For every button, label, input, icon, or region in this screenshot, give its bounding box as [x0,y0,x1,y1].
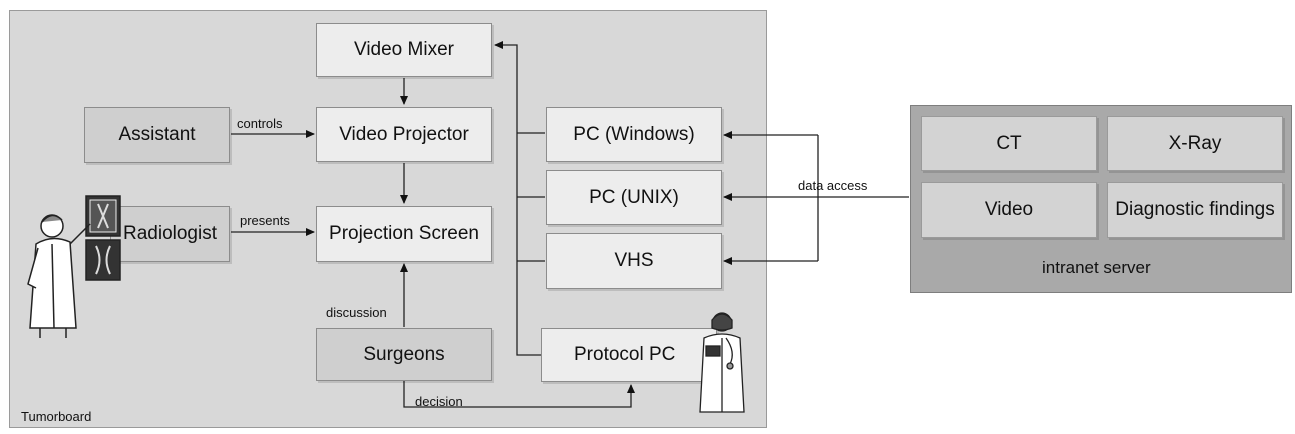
ct-label: CT [996,132,1022,154]
surgeons-node: Surgeons [316,328,492,381]
video-mixer-node: Video Mixer [316,23,492,77]
edge-surgeons-protocol [403,381,635,408]
projection-screen-label: Projection Screen [329,223,479,244]
data-access-label: data access [798,178,868,193]
video-label: Video [984,199,1034,220]
diagnostic-findings-label: Diagnostic findings [1115,199,1275,220]
xray-label: X-Ray [1168,132,1222,154]
assistant-label: Assistant [118,124,196,145]
radiologist-icon [27,195,121,338]
vhs-node: VHS [546,233,722,289]
doctor-icon [699,312,745,413]
protocol-pc-label: Protocol PC [574,344,676,365]
video-node: Video [921,182,1097,238]
protocol-pc-node: Protocol PC [541,328,717,382]
pc-unix-node: PC (UNIX) [546,170,722,225]
ct-node: CT [921,116,1097,171]
radiologist-label: Radiologist [123,223,217,244]
controls-label: controls [237,116,283,131]
projection-screen-node: Projection Screen [316,206,492,262]
radiologist-node: Radiologist [110,206,230,262]
video-projector-node: Video Projector [316,107,492,162]
pc-windows-node: PC (Windows) [546,107,722,162]
xray-node: X-Ray [1107,116,1283,171]
intranet-server-label: intranet server [1042,258,1151,277]
edge-protocol-mixer [494,41,541,356]
presents-label: presents [240,213,290,228]
video-projector-label: Video Projector [339,123,469,145]
pc-windows-label: PC (Windows) [573,123,695,145]
decision-label: decision [415,394,463,409]
discussion-label: discussion [326,305,387,320]
diagnostic-findings-node: Diagnostic findings [1107,182,1283,238]
video-mixer-label: Video Mixer [354,39,454,60]
surgeons-label: Surgeons [363,343,445,365]
pc-unix-label: PC (UNIX) [589,186,679,208]
assistant-node: Assistant [84,107,230,163]
vhs-label: VHS [614,250,654,271]
tumorboard-label: Tumorboard [21,409,92,424]
